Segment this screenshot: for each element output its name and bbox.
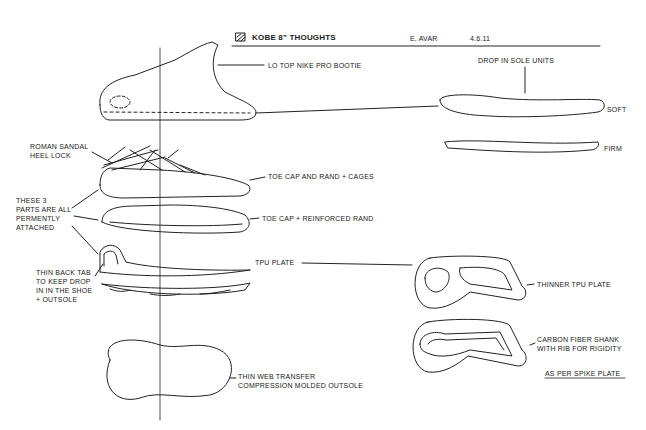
- leader: [530, 343, 535, 345]
- sketch-note: AS PER SPIKE PLATE: [545, 369, 620, 378]
- leader: [302, 263, 412, 265]
- plate-cutouts: [425, 267, 512, 292]
- sketch-note: FIRM: [604, 144, 622, 153]
- leader: [256, 106, 438, 113]
- shank-rib: [420, 332, 512, 356]
- sketch-note: DROP IN SOLE UNITS: [478, 56, 554, 65]
- leader: [72, 190, 98, 254]
- sketch-note: THESE 3 PARTS ARE ALL PERMENTLY ATTACHED: [16, 196, 72, 232]
- sketch-note: THIN BACK TAB TO KEEP DROP IN IN THE SHO…: [36, 268, 94, 304]
- outsole-side: [102, 283, 250, 294]
- leader: [95, 264, 103, 276]
- outsole-tread: [110, 289, 230, 296]
- sketch-note: TPU PLATE: [255, 258, 294, 267]
- sketch-note: 4.6.11: [470, 34, 490, 43]
- bootie: [100, 42, 256, 120]
- toe-cap-cage: [100, 168, 250, 198]
- leader: [230, 378, 236, 379]
- leader: [525, 67, 526, 93]
- sketch-note: THIN WEB TRANSFER COMPRESSION MOLDED OUT…: [238, 372, 368, 390]
- sketch-note: TOE CAP + REINFORCED RAND: [262, 214, 374, 223]
- heel-mark: [110, 96, 130, 108]
- sketch-note: CARBON FIBER SHANK WITH RIB FOR RIGIDITY: [537, 335, 637, 353]
- thinner-tpu-plate: [415, 256, 526, 308]
- bootie-seam: [104, 112, 250, 113]
- outsole-bottom: [107, 340, 232, 399]
- sketch-note: THINNER TPU PLATE: [537, 280, 611, 289]
- sketch-note: ROMAN SANDAL HEEL LOCK: [30, 142, 90, 160]
- rand-line: [110, 222, 242, 226]
- underline: [545, 378, 625, 379]
- leader: [218, 65, 264, 66]
- carbon-shank: [413, 319, 526, 372]
- leader: [92, 152, 112, 163]
- leader: [250, 177, 265, 180]
- toe-cap-rand: [102, 205, 249, 233]
- leader: [527, 284, 534, 285]
- sketch-note: E. AVAR: [410, 34, 438, 43]
- sketch-note: SOFT: [607, 105, 626, 114]
- shank-rib-inner: [428, 338, 504, 350]
- title-mark: [236, 33, 245, 41]
- sketch-note: LO TOP NIKE PRO BOOTIE: [268, 61, 361, 70]
- sketch-note: TOE CAP AND RAND + CAGES: [268, 172, 374, 181]
- heel-lock-straps: [102, 146, 205, 175]
- firm-sole: [445, 141, 599, 152]
- tab-window: [104, 251, 118, 266]
- title-rule: [232, 46, 600, 47]
- soft-sole: [440, 95, 604, 117]
- title: KOBE 8" THOUGHTS: [252, 33, 336, 43]
- heel-tab: [100, 245, 250, 272]
- leader: [250, 218, 259, 219]
- tpu-plate: [100, 270, 250, 276]
- center-line: [160, 48, 161, 420]
- title-hatch: [237, 34, 245, 41]
